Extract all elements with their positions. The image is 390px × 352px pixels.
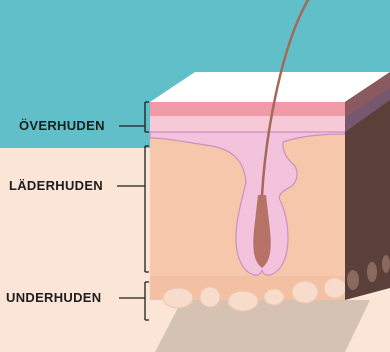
epidermis-band: [150, 102, 345, 116]
epidermis-label: ÖVERHUDEN: [19, 118, 105, 133]
block-shadow: [155, 300, 370, 352]
dermis-label: LÄDERHUDEN: [9, 178, 103, 193]
subcutis-label: UNDERHUDEN: [6, 290, 101, 305]
epidermis-light: [150, 116, 345, 132]
